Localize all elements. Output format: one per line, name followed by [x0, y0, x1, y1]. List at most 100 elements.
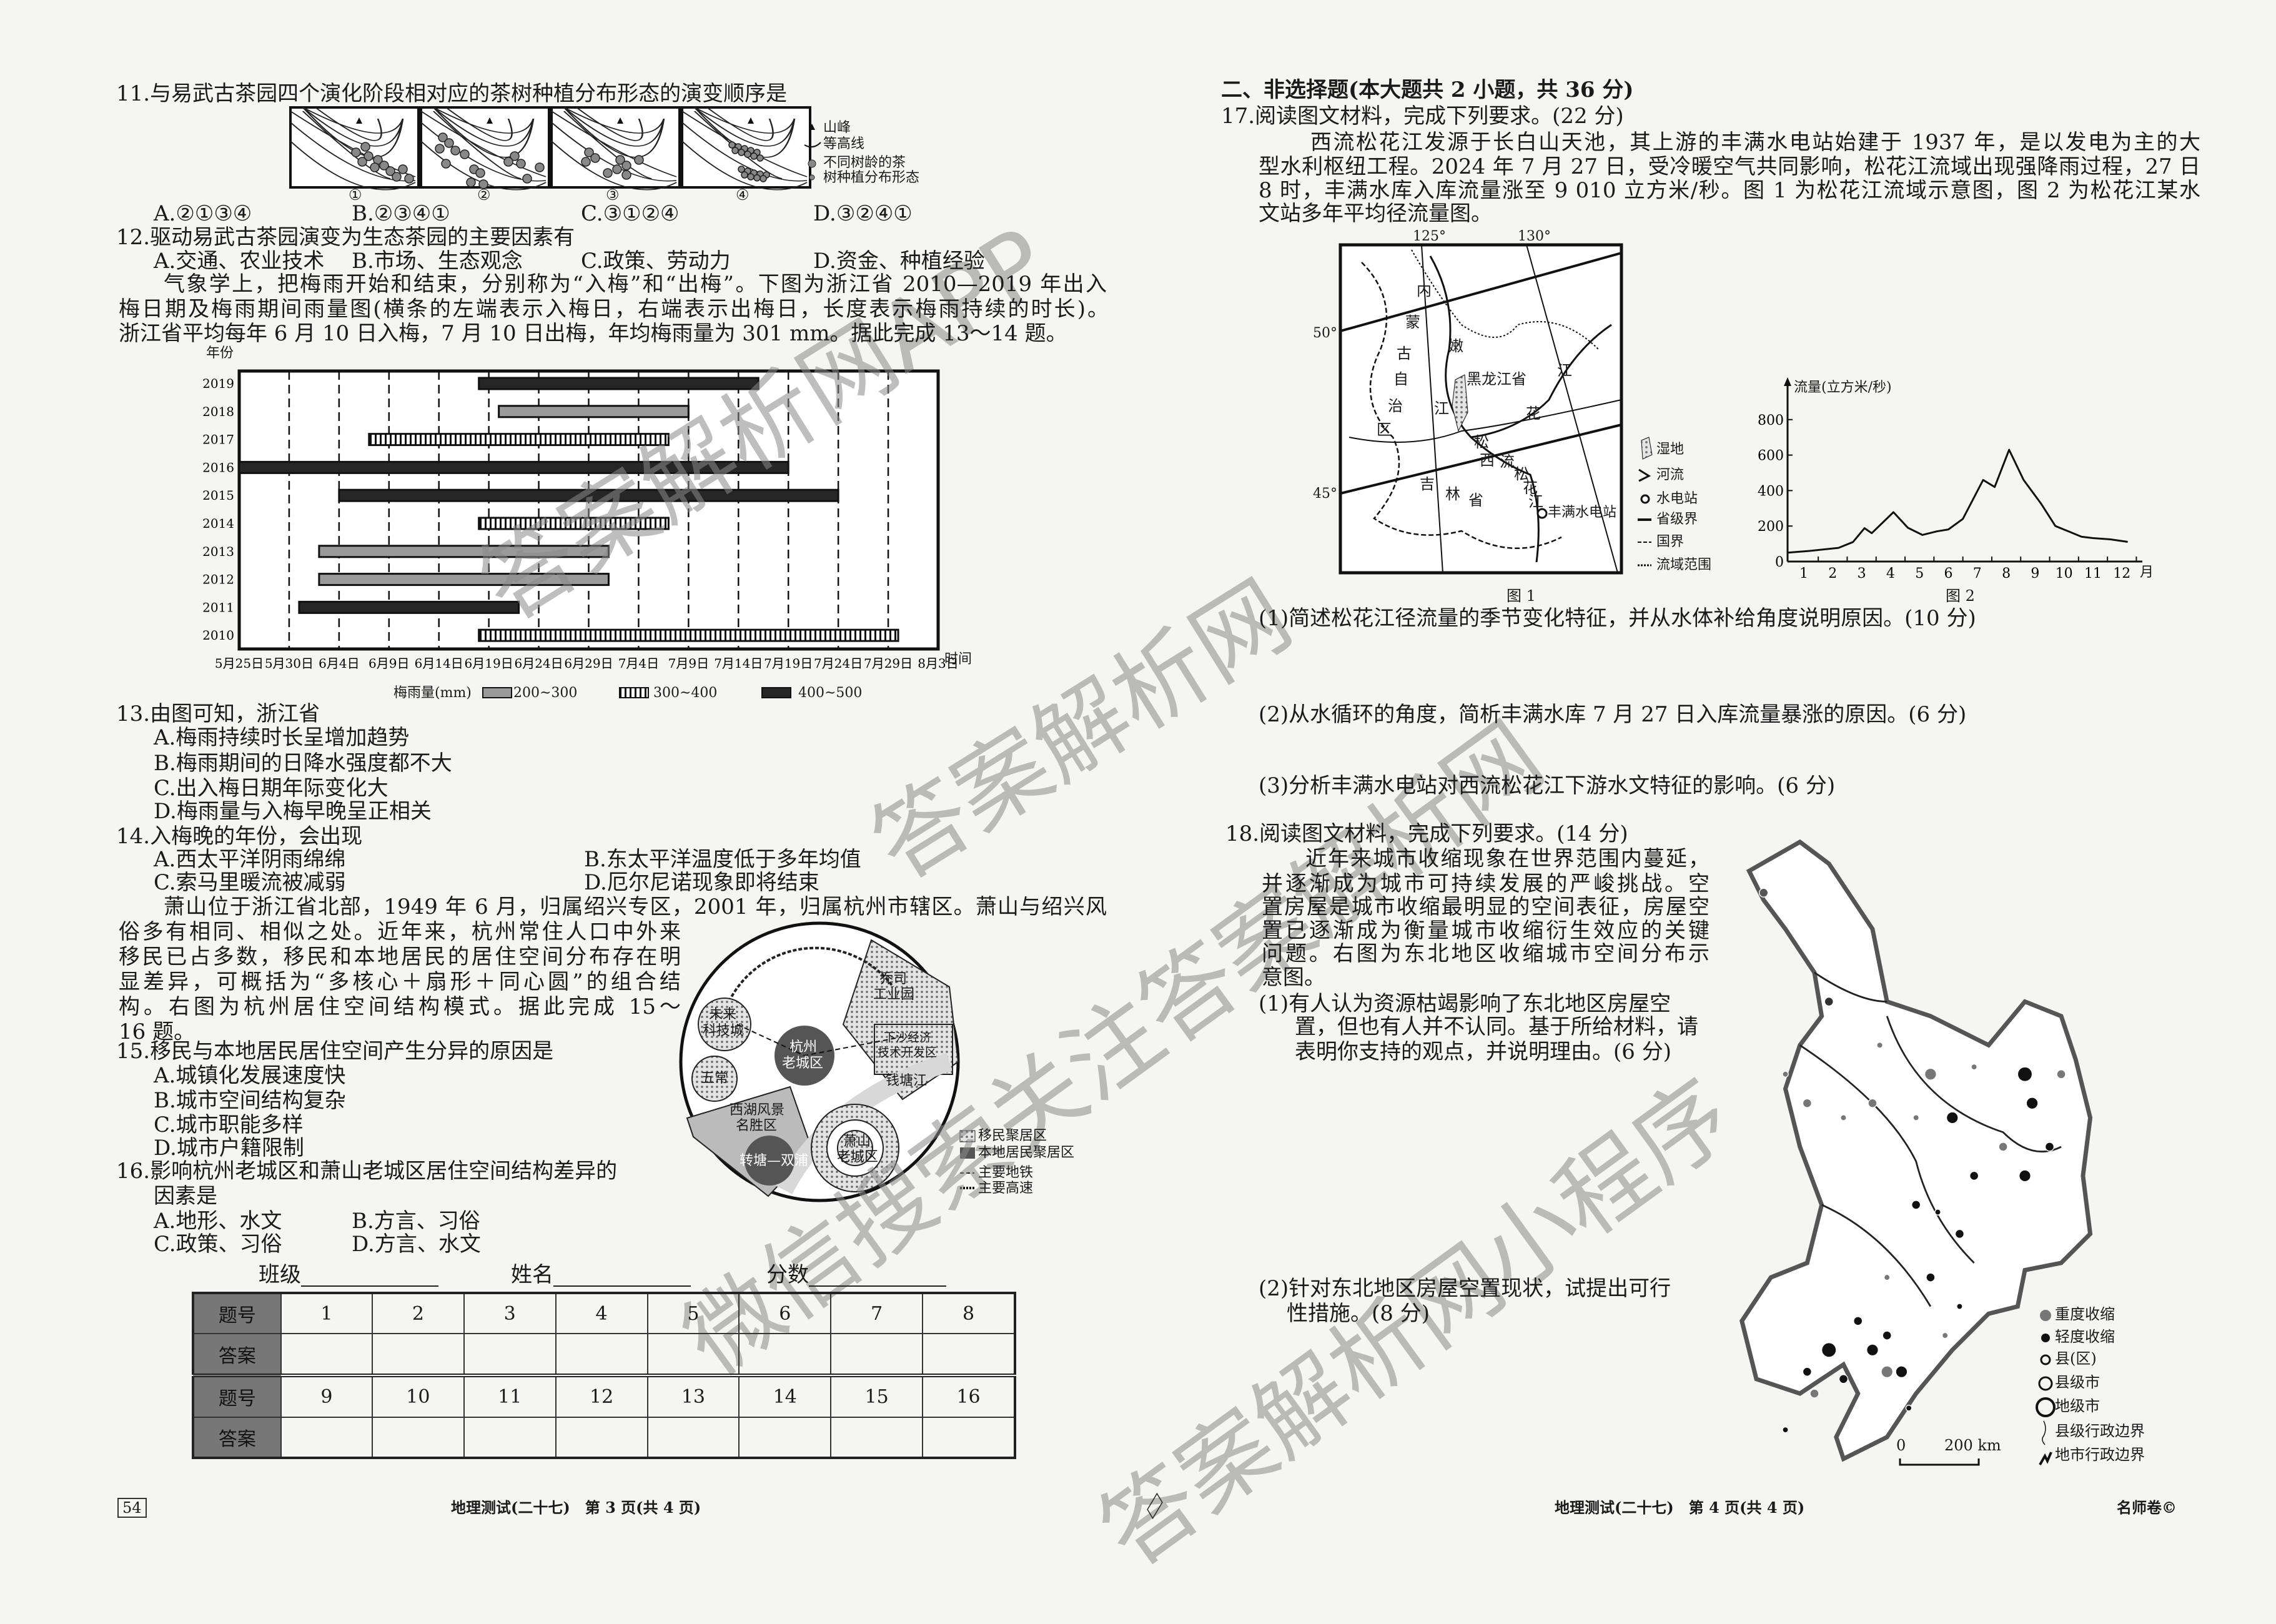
y-tick-label: 600 — [1758, 448, 1784, 464]
x-tick-label: 6月19日 — [465, 656, 513, 671]
tea-legend-tea: 树种植分布形态 — [823, 170, 920, 186]
option-d: D.方言、水文 — [352, 1232, 481, 1257]
scale-bar — [1899, 1458, 1980, 1466]
answer-cell[interactable] — [463, 1416, 557, 1459]
answer-cell[interactable] — [830, 1416, 924, 1459]
answer-cell[interactable] — [555, 1416, 648, 1459]
tea-tree-dot — [756, 154, 764, 162]
chart-x-label: 月 — [2140, 565, 2154, 580]
contour-line — [289, 107, 416, 182]
map-label: 花 — [1526, 405, 1541, 422]
county-icon — [2040, 1354, 2051, 1365]
city-dot — [1912, 1114, 1920, 1121]
answer-cell[interactable] — [922, 1333, 1016, 1376]
name-input[interactable] — [553, 1267, 691, 1287]
material-paragraph: 梅日期及梅雨期间雨量图(横条的左端表示入梅日，右端表示出梅日，长度表示梅雨持续的… — [119, 297, 1109, 322]
footer-title: 地理测试(二十七) 第 4 页(共 4 页) — [1555, 1498, 1805, 1517]
subquestion: 性措施。(8 分) — [1287, 1301, 1430, 1326]
figure-caption: 图 1 — [1507, 587, 1536, 605]
answer-cell[interactable] — [280, 1416, 373, 1459]
city-dot — [1969, 1171, 1979, 1181]
peak-icon — [356, 117, 362, 124]
answer-cell[interactable] — [555, 1333, 648, 1376]
row-header: 题号 — [192, 1373, 282, 1418]
tea-tree-dot — [357, 157, 367, 167]
y-axis-arrow — [1784, 377, 1791, 386]
y-tick-label: 200 — [1758, 519, 1784, 535]
longitude-label: 130° — [1518, 229, 1551, 244]
diagram-label: 名胜区 — [736, 1118, 778, 1134]
subquestion: (2)针对东北地区房屋空置现状，试提出可行 — [1259, 1276, 1671, 1301]
answer-cell[interactable] — [922, 1416, 1016, 1459]
question-17-stem: 17.阅读图文材料，完成下列要求。(22 分) — [1221, 104, 1624, 129]
answer-cell[interactable] — [830, 1333, 924, 1376]
diagram-label: 转塘—双浦 — [740, 1153, 809, 1169]
tea-legend-contour: 等高线 — [823, 136, 865, 152]
city-dot — [2026, 1097, 2039, 1110]
map-label: 流 — [1500, 453, 1515, 470]
map-label: 江 — [1557, 362, 1572, 379]
legend-label: 主要高速 — [978, 1181, 1034, 1196]
city-dot — [1876, 1041, 1883, 1049]
answer-cell[interactable] — [738, 1416, 832, 1459]
answer-cell[interactable] — [371, 1416, 465, 1459]
option-b: B.市场、生态观念 — [352, 249, 523, 274]
bar-2013 — [318, 545, 610, 558]
answer-cell[interactable] — [280, 1333, 373, 1376]
peak-icon — [487, 117, 493, 124]
diagram-label: 未来 — [709, 1007, 737, 1022]
contour-line — [681, 107, 808, 182]
city-dot — [1881, 1365, 1894, 1379]
legend-label: 重度收缩 — [2055, 1305, 2115, 1323]
city-dot — [1866, 1344, 1879, 1357]
name-field[interactable]: 姓名 — [511, 1263, 691, 1287]
x-tick-label: 5 — [1915, 566, 1924, 582]
bar-2012 — [318, 573, 610, 587]
question-number: 1 — [280, 1292, 373, 1335]
answer-cell[interactable] — [646, 1333, 740, 1376]
answer-cell[interactable] — [371, 1333, 465, 1376]
tea-tree-dot — [621, 161, 631, 171]
prefecture-boundary-icon — [2039, 1452, 2052, 1465]
city-dot — [1802, 1098, 1813, 1108]
class-field[interactable]: 班级 — [259, 1263, 438, 1287]
y-tick-label: 2011 — [202, 600, 234, 615]
latitude-label: 45° — [1313, 486, 1337, 502]
city-dot — [1782, 1426, 1789, 1433]
question-number: 2 — [371, 1292, 465, 1335]
tea-tree-dot — [450, 146, 460, 156]
city-dot — [1824, 996, 1834, 1007]
question-13-stem: 13.由图可知，浙江省 — [116, 701, 320, 726]
option-a: A.地形、水文 — [154, 1209, 282, 1234]
option-b: B.东太平洋温度低于多年均值 — [584, 847, 861, 872]
y-tick-label: 2019 — [202, 376, 234, 391]
map-label: 丰满水电站 — [1548, 505, 1617, 520]
class-input[interactable] — [301, 1267, 438, 1287]
y-tick-label: 2014 — [202, 516, 234, 531]
question-15-stem: 15.移民与本地居民居住空间产生分异的原因是 — [116, 1039, 554, 1064]
city-dot — [1971, 1063, 1977, 1071]
tea-figure-label: ② — [477, 186, 491, 204]
peak-legend-icon — [809, 124, 815, 130]
question-number: 13 — [646, 1373, 740, 1418]
mild-shrink-icon — [2041, 1334, 2050, 1342]
option-b: B.城市空间结构复杂 — [154, 1088, 346, 1113]
diagram-label: 老城区 — [837, 1149, 879, 1165]
option-c: C.政策、劳动力 — [581, 249, 731, 274]
tea-legend-peak: 山峰 — [823, 120, 851, 136]
diagram-label: 下沙经济 — [884, 1031, 932, 1044]
city-dot — [1840, 1114, 1847, 1121]
score-field[interactable]: 分数 — [766, 1263, 946, 1287]
question-number: 12 — [555, 1373, 648, 1418]
row-header: 答案 — [192, 1416, 282, 1459]
tea-legend-icon — [808, 159, 816, 168]
tea-tree-dot — [615, 155, 625, 165]
city-dot — [1926, 1272, 1936, 1282]
score-input[interactable] — [809, 1267, 946, 1287]
map-label: 西 — [1480, 452, 1495, 469]
answer-cell[interactable] — [463, 1333, 557, 1376]
answer-cell[interactable] — [646, 1416, 740, 1459]
tea-figure-box — [550, 106, 681, 189]
answer-cell[interactable] — [738, 1333, 832, 1376]
